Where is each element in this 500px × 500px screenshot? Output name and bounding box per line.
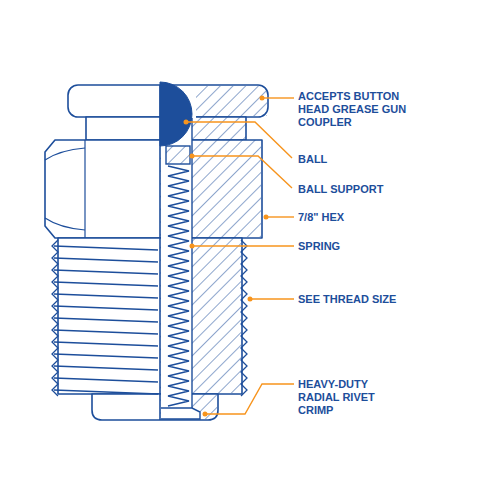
callout-label: HEAVY-DUTY RADIAL RIVET CRIMP xyxy=(298,378,408,417)
leader-line xyxy=(205,384,294,414)
leader-line xyxy=(186,122,292,158)
leader-line xyxy=(266,216,294,217)
threads-and-spring xyxy=(52,166,247,406)
leader-line xyxy=(192,156,292,188)
callout-label: BALL xyxy=(298,153,418,166)
callout-label: 7/8" HEX xyxy=(298,211,418,224)
leader-dots xyxy=(184,96,269,417)
spring-coil xyxy=(168,166,189,406)
callout-label: SEE THREAD SIZE xyxy=(298,293,448,306)
rivet-crimp xyxy=(161,408,200,419)
hex-face xyxy=(84,140,85,238)
leader-lines xyxy=(186,98,294,414)
ball-support xyxy=(166,146,190,164)
thread-crest xyxy=(54,246,158,394)
callout-label: ACCEPTS BUTTON HEAD GREASE GUN COUPLER xyxy=(298,90,423,129)
leader-line xyxy=(192,245,294,246)
ball xyxy=(160,82,192,146)
leader-line xyxy=(250,298,294,299)
bore-wall xyxy=(191,118,192,408)
hex-chamfer xyxy=(45,148,85,230)
thread-profile xyxy=(241,240,247,396)
callout-label: BALL SUPPORT xyxy=(298,183,438,196)
callout-label: SPRING xyxy=(298,240,418,253)
leader-line xyxy=(262,97,294,98)
bore xyxy=(161,118,192,408)
